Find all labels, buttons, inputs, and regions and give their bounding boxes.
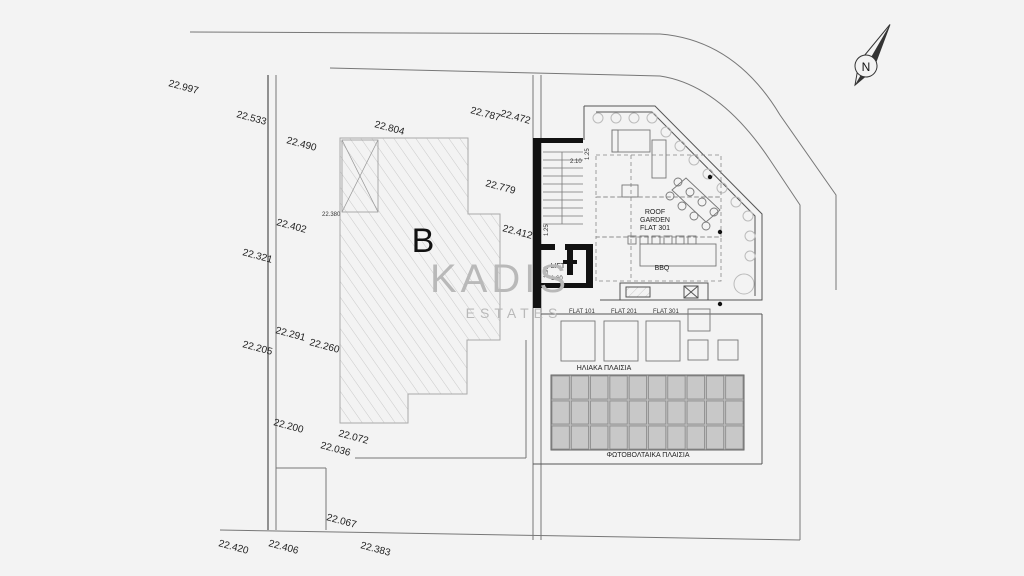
roof-garden-label-1: ROOF <box>645 209 665 216</box>
north-arrow-icon <box>854 24 891 87</box>
pv-panel <box>609 425 628 450</box>
level-10: 22.321 <box>241 247 274 266</box>
level-1: 22.997 <box>167 78 200 97</box>
level-18: 22.383 <box>359 540 392 559</box>
watermark-subtitle: ESTATES <box>466 305 563 321</box>
kitchen-counter <box>619 282 709 301</box>
solar-heater-panels <box>560 308 739 362</box>
pv-panel <box>648 425 667 450</box>
pv-panel <box>706 375 725 400</box>
pv-panel <box>725 400 744 425</box>
level-12: 22.260 <box>308 337 341 356</box>
level-4: 22.804 <box>373 119 406 138</box>
level-2: 22.533 <box>235 109 268 128</box>
lift-label: LIFT <box>551 263 566 270</box>
watermark-logo: KADIS <box>430 257 570 301</box>
pv-panel <box>725 375 744 400</box>
pv-panel <box>609 400 628 425</box>
level-6: 22.472 <box>499 108 532 127</box>
plot-label-b: B <box>412 222 435 260</box>
neighbour-building-b <box>339 137 501 424</box>
roof-garden-zones <box>595 154 722 282</box>
stair-dim-1: 2.10 <box>570 159 582 165</box>
pv-panel <box>590 425 609 450</box>
level-17: 22.067 <box>325 512 358 531</box>
pv-panel <box>706 400 725 425</box>
building-b-box <box>341 139 379 213</box>
stair-dim-2: 1.25 <box>585 148 591 160</box>
pv-panel <box>551 400 570 425</box>
level-5: 22.787 <box>469 105 502 124</box>
flat-label-1: FLAT 101 <box>569 309 595 315</box>
pv-panels-label: ΦΩΤΟΒΟΛΤΑΙΚΑ ΠΛΑΙΣΙΑ <box>606 452 689 459</box>
stair-dim-4: 1.90 <box>544 266 550 278</box>
level-13: 22.205 <box>241 339 274 358</box>
level-15: 22.072 <box>337 428 370 447</box>
pv-panel <box>667 425 686 450</box>
photovoltaic-panels <box>550 374 745 451</box>
solar-panels-label: ΗΛΙΑΚΑ ΠΛΑΙΣΙΑ <box>577 365 632 372</box>
pv-panel <box>725 425 744 450</box>
pv-panel <box>706 425 725 450</box>
pv-panel <box>551 425 570 450</box>
pv-panel <box>667 375 686 400</box>
pv-panel <box>590 375 609 400</box>
pv-panel <box>648 375 667 400</box>
level-9: 22.402 <box>275 217 308 236</box>
lounge-sofa <box>611 129 667 198</box>
pv-panel <box>570 425 589 450</box>
stair-dim-3: 1.25 <box>544 224 550 236</box>
pv-panel <box>667 400 686 425</box>
level-20: 22.406 <box>267 538 300 557</box>
pv-panel <box>648 400 667 425</box>
level-8: 22.412 <box>501 223 534 242</box>
pv-panel <box>686 400 705 425</box>
dining-table <box>665 177 721 231</box>
pv-panel <box>628 400 647 425</box>
level-16: 22.036 <box>319 440 352 459</box>
pv-panel <box>609 375 628 400</box>
roof-garden-label-2: GARDEN <box>640 217 670 224</box>
small-level: 22.380 <box>322 212 341 218</box>
level-7: 22.779 <box>484 178 517 197</box>
pv-panel <box>628 375 647 400</box>
pv-panel <box>570 375 589 400</box>
pv-panel <box>686 375 705 400</box>
flat-label-2: FLAT 201 <box>611 309 637 315</box>
level-3: 22.490 <box>285 135 318 154</box>
level-14: 22.200 <box>272 417 305 436</box>
north-label: N <box>862 60 871 74</box>
stair-core <box>533 138 593 308</box>
pv-panel <box>570 400 589 425</box>
pv-panel <box>590 400 609 425</box>
planters <box>592 112 756 295</box>
flat-label-3: FLAT 301 <box>653 309 679 315</box>
pv-panel <box>686 425 705 450</box>
level-11: 22.291 <box>274 325 307 344</box>
bbq-island <box>627 235 717 267</box>
lift-dimension: 1.60 <box>551 276 563 282</box>
level-19: 22.420 <box>217 538 250 557</box>
pv-panel <box>628 425 647 450</box>
pv-panel <box>551 375 570 400</box>
roof-garden-label-3: FLAT 301 <box>640 225 670 232</box>
bbq-label: BBQ <box>655 265 670 272</box>
